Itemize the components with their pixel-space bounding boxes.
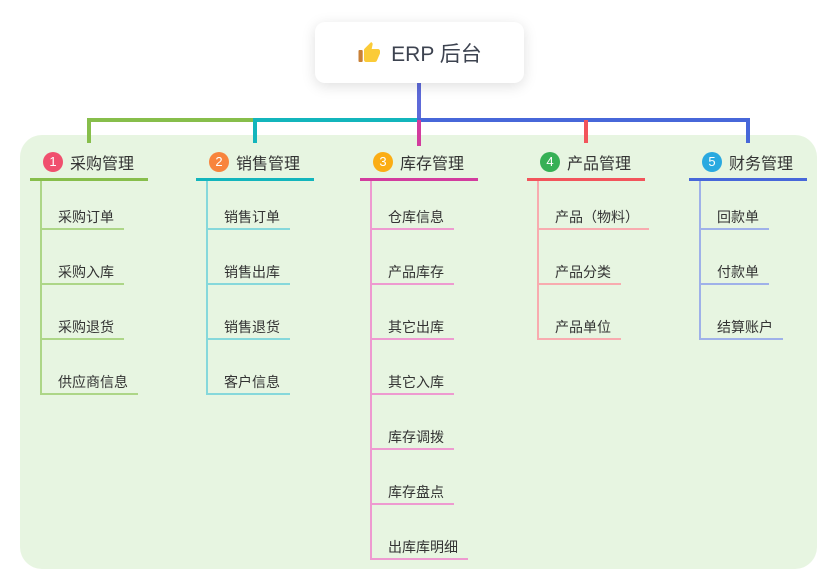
child-node[interactable]: 销售订单 [206, 207, 290, 230]
child-node[interactable]: 出库库明细 [370, 537, 468, 560]
child-node[interactable]: 销售退货 [206, 317, 290, 340]
connector-rail-segment [87, 118, 257, 122]
child-node[interactable]: 其它出库 [370, 317, 454, 340]
root-node[interactable]: ERP 后台 [315, 22, 524, 83]
branch-title: 销售管理 [236, 156, 301, 173]
connector-branch-drop [253, 120, 257, 143]
child-node[interactable]: 销售出库 [206, 262, 290, 285]
branch-spine [206, 181, 208, 395]
branch-header[interactable]: 2 销售管理 [196, 146, 314, 181]
branch-number-badge: 3 [373, 152, 393, 172]
child-node[interactable]: 采购退货 [40, 317, 124, 340]
root-label: ERP 后台 [391, 42, 482, 66]
child-node[interactable]: 产品（物料） [537, 207, 649, 230]
connector-root-drop [417, 83, 421, 122]
connector-branch-drop [746, 120, 750, 143]
child-node[interactable]: 结算账户 [699, 317, 783, 340]
branch-number-badge: 5 [702, 152, 722, 172]
branch-spine [699, 181, 701, 340]
child-node[interactable]: 库存调拨 [370, 427, 454, 450]
branch-number-badge: 2 [209, 152, 229, 172]
branch-title: 采购管理 [70, 156, 135, 173]
branch-title: 库存管理 [400, 156, 465, 173]
mindmap-panel [20, 135, 817, 569]
branch-header[interactable]: 3 库存管理 [360, 146, 478, 181]
child-node[interactable]: 其它入库 [370, 372, 454, 395]
branch-spine [370, 181, 372, 560]
branch-number-badge: 4 [540, 152, 560, 172]
branch-spine [40, 181, 42, 395]
branch-spine [537, 181, 539, 340]
branch-header[interactable]: 5 财务管理 [689, 146, 807, 181]
branch-header[interactable]: 1 采购管理 [30, 146, 148, 181]
branch-title: 产品管理 [567, 156, 632, 173]
child-node[interactable]: 客户信息 [206, 372, 290, 395]
connector-branch-drop [417, 120, 421, 146]
child-node[interactable]: 库存盘点 [370, 482, 454, 505]
branch-number-badge: 1 [43, 152, 63, 172]
connector-branch-drop [87, 120, 91, 143]
child-node[interactable]: 仓库信息 [370, 207, 454, 230]
branch-title: 财务管理 [729, 156, 794, 173]
connector-rail-segment [253, 118, 421, 122]
child-node[interactable]: 产品分类 [537, 262, 621, 285]
child-node[interactable]: 供应商信息 [40, 372, 138, 395]
child-node[interactable]: 采购订单 [40, 207, 124, 230]
child-node[interactable]: 采购入库 [40, 262, 124, 285]
child-node[interactable]: 付款单 [699, 262, 769, 285]
connector-branch-drop [584, 120, 588, 143]
thumbs-up-icon [358, 41, 381, 62]
connector-rail-segment [417, 118, 750, 122]
child-node[interactable]: 产品单位 [537, 317, 621, 340]
child-node[interactable]: 回款单 [699, 207, 769, 230]
child-node[interactable]: 产品库存 [370, 262, 454, 285]
branch-header[interactable]: 4 产品管理 [527, 146, 645, 181]
